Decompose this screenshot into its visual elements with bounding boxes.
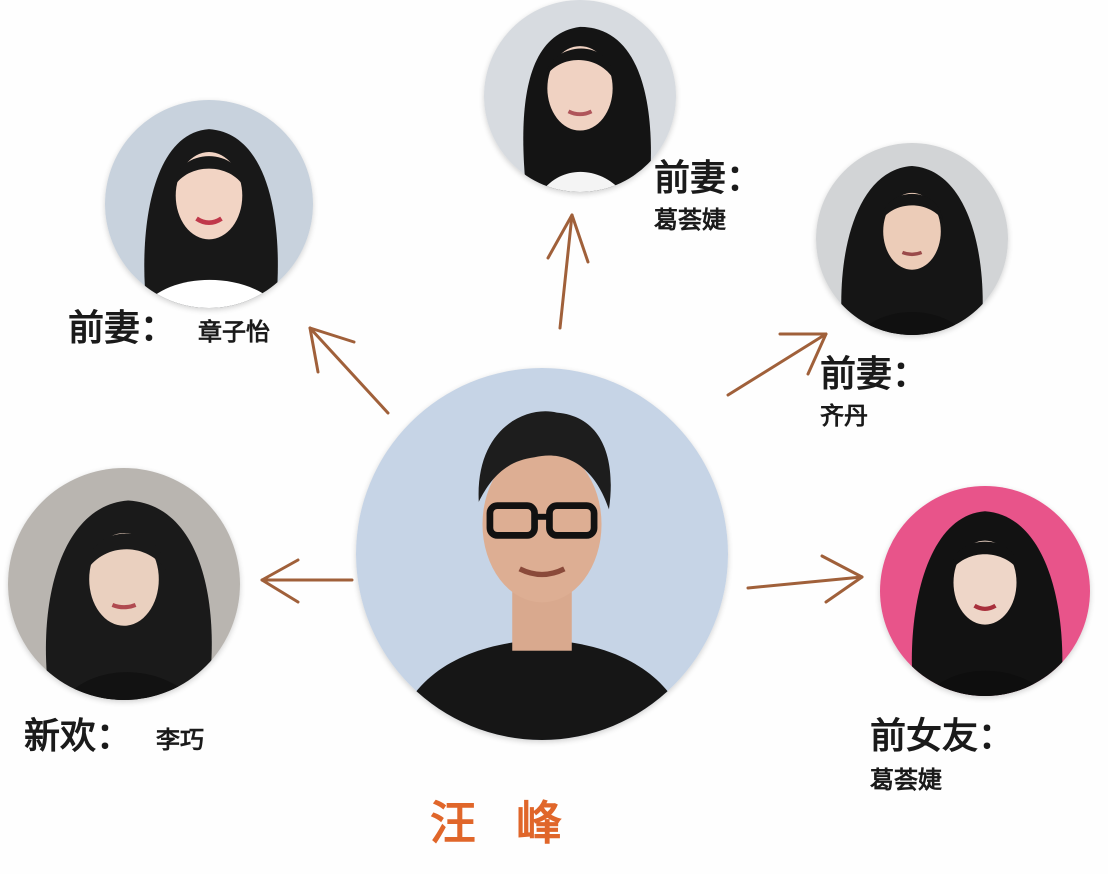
arrow-to-right: [746, 554, 864, 604]
arrow-to-upper-right: [726, 332, 828, 397]
role-label-upper-left: 前妻：: [68, 307, 177, 349]
photo-new-love-li: [8, 468, 240, 700]
name-label-upper-right: 齐丹: [820, 401, 868, 430]
role-label-right: 前女友：: [870, 715, 1015, 757]
role-label-top: 前妻：: [654, 157, 763, 199]
role-label-upper-right: 前妻：: [820, 353, 929, 395]
portrait-woman-icon: [8, 468, 240, 700]
center-person-name: 汪峰: [430, 796, 602, 850]
photo-ex-wife-top: [484, 0, 676, 192]
arrow-to-top: [546, 213, 590, 330]
portrait-woman-icon: [484, 0, 676, 192]
photo-center-wang-feng: [356, 368, 728, 740]
arrow-to-left: [260, 558, 354, 604]
name-label-right: 葛荟婕: [870, 765, 942, 794]
name-label-top: 葛荟婕: [654, 205, 726, 234]
photo-ex-wife-qi: [816, 143, 1008, 335]
portrait-woman-icon: [105, 100, 313, 308]
portrait-man-glasses-icon: [356, 368, 728, 740]
photo-ex-girlfriend: [880, 486, 1090, 696]
arrow-to-upper-left: [308, 326, 390, 415]
portrait-woman-icon: [880, 486, 1090, 696]
portrait-woman-icon: [816, 143, 1008, 335]
name-label-left: 李巧: [156, 725, 204, 754]
name-label-upper-left: 章子怡: [198, 317, 270, 346]
role-label-left: 新欢：: [24, 715, 133, 757]
photo-ex-wife-zhang: [105, 100, 313, 308]
